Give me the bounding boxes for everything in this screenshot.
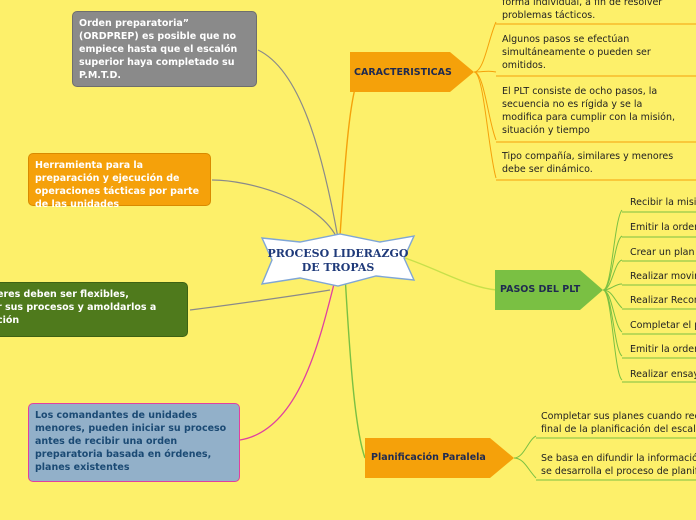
herramienta-text: Herramienta para la preparación y ejecuc… [35,160,200,210]
caracteristicas-item-3: El PLT consiste de ocho pasos, la secuen… [502,86,676,136]
pasos-item-5: Realizar Recon [630,295,696,306]
planificacion-item-1-line-2: final de la planificación del escaló [541,424,696,435]
pasos-item-4: Realizar movim [630,271,696,282]
planificacion-bracket [513,435,537,479]
connector-herramienta [211,179,339,241]
pasos-label: PASOS DEL PLT [500,284,581,295]
central-title-line2: DE TROPAS [301,261,375,274]
connector-flexibles [189,289,331,311]
caracteristicas-bracket [473,21,497,179]
caracteristicas-item-2: Algunos pasos se efectúan simultáneament… [502,34,651,71]
planificacion-item-2-line-1: Se basa en difundir la informació [541,453,696,464]
flexibles-line-1: eres deben ser flexibles, [0,289,129,300]
pasos-item-2: Emitir la orden [630,222,696,233]
ordprep-node[interactable]: Orden preparatoria” (ORDPREP) es posible… [72,11,257,87]
caracteristicas-arrow[interactable] [350,52,474,92]
planificacion-item-2: Se basa en difundir la informació se des… [541,452,696,478]
comandantes-text: Los comandantes de unidades menores, pue… [35,410,227,473]
pasos-arrow[interactable] [495,270,603,310]
planificacion-arrow[interactable] [365,438,514,478]
caracteristicas-label: CARACTERISTICAS [354,67,452,78]
flexibles-line-3: ción [0,315,20,326]
pasos-bracket [602,209,623,381]
planificacion-label: Planificación Paralela [371,452,486,463]
central-node[interactable]: PROCESO LIDERAZGO DE TROPAS [262,247,414,275]
planificacion-item-1-line-1: Completar sus planes cuando rec [541,411,696,422]
connector-ordprep [257,49,339,239]
ordprep-text: Orden preparatoria” (ORDPREP) es posible… [79,18,238,81]
planificacion-item-1: Completar sus planes cuando rec final de… [541,410,696,436]
planificacion-item-2-line-2: se desarrolla el proceso de planifi [541,466,696,477]
comandantes-node[interactable]: Los comandantes de unidades menores, pue… [28,403,240,482]
central-title-line1: PROCESO LIDERAZGO [267,247,409,260]
pasos-item-3: Crear un plan t [630,247,696,258]
herramienta-node[interactable]: Herramienta para la preparación y ejecuc… [28,153,211,210]
pasos-item-6: Completar el p [630,320,696,331]
connector-planificacion [344,274,366,459]
central-node-shape[interactable] [260,233,416,287]
connector-pasos [404,257,498,291]
caracteristicas-item-4: Tipo compañía, similares y menores debe … [502,151,674,175]
caracteristicas-item-1: forma individual, a fin de resolver prob… [502,0,663,21]
connector-caracteristicas [339,74,361,237]
flexibles-line-2: r sus procesos y amoldarlos a [0,302,157,313]
connector-comandantes [239,267,339,441]
pasos-item-1: Recibir la misió [630,197,696,208]
pasos-item-8: Realizar ensayo [630,369,696,380]
flexibles-node[interactable]: eres deben ser flexibles, r sus procesos… [0,282,188,337]
pasos-item-7: Emitir la orden [630,344,696,355]
